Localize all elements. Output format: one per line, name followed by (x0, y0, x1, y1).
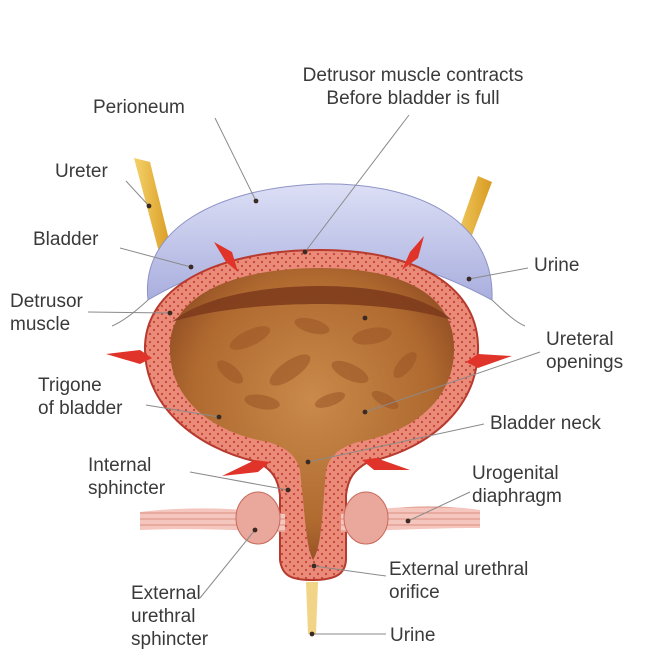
label-external-urethral-sphincter-line3: sphincter (131, 628, 208, 651)
label-urogenital-diaphragm-line2: diaphragm (472, 485, 562, 508)
label-urogenital-diaphragm-line1: Urogenital (472, 462, 562, 485)
label-external-urethral-orifice-line1: External urethral (389, 558, 528, 581)
label-internal-sphincter-line1: Internal (88, 454, 165, 477)
label-urogenital-diaphragm: Urogenital diaphragm (472, 462, 562, 508)
label-ureter: Ureter (55, 160, 108, 183)
label-detrusor-muscle-line2: muscle (10, 313, 83, 336)
label-detrusor-muscle: Detrusor muscle (10, 290, 83, 336)
label-external-urethral-sphincter-line2: urethral (131, 605, 208, 628)
label-bladder: Bladder (33, 228, 99, 251)
label-detrusor-contracts-line2: Before bladder is full (258, 87, 568, 110)
label-ureteral-openings-line2: openings (546, 351, 623, 374)
label-bladder-neck: Bladder neck (490, 412, 601, 435)
label-detrusor-contracts-line1: Detrusor muscle contracts (258, 64, 568, 87)
label-trigone-line1: Trigone (38, 374, 123, 397)
label-detrusor-muscle-line1: Detrusor (10, 290, 83, 313)
label-external-urethral-sphincter-line1: External (131, 582, 208, 605)
label-urine-top: Urine (534, 254, 579, 277)
label-urine-bottom: Urine (390, 624, 435, 647)
label-detrusor-contracts: Detrusor muscle contracts Before bladder… (258, 64, 568, 110)
label-ureteral-openings: Ureteral openings (546, 328, 623, 374)
label-internal-sphincter-line2: sphincter (88, 477, 165, 500)
label-external-urethral-orifice: External urethral orifice (389, 558, 528, 604)
label-trigone: Trigone of bladder (38, 374, 123, 420)
urine-stream (306, 582, 318, 634)
label-perioneum: Perioneum (93, 96, 185, 119)
label-internal-sphincter: Internal sphincter (88, 454, 165, 500)
label-ureteral-openings-line1: Ureteral (546, 328, 623, 351)
label-trigone-line2: of bladder (38, 397, 123, 420)
label-external-urethral-orifice-line2: orifice (389, 581, 528, 604)
label-external-urethral-sphincter: External urethral sphincter (131, 582, 208, 651)
